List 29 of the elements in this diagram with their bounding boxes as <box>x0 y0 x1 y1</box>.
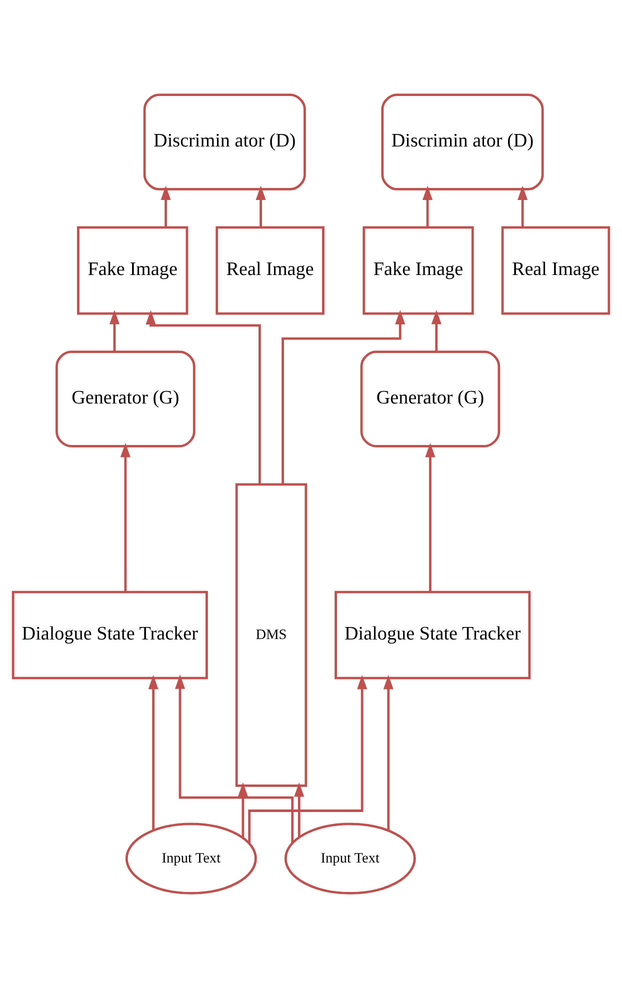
node-ellipse: Input Text <box>125 822 257 894</box>
node-box: Real Image <box>501 226 610 314</box>
arrow <box>422 185 433 227</box>
arrow <box>238 782 248 838</box>
arrow <box>282 310 406 484</box>
node-box: Fake Image <box>77 226 188 314</box>
arrow <box>425 442 436 592</box>
arrow <box>120 442 130 592</box>
arrow <box>146 310 261 484</box>
arrow <box>148 674 158 830</box>
node-box: Discrimin ator (D) <box>381 93 544 190</box>
arrow <box>248 674 368 843</box>
node-ellipse: Input Text <box>284 822 416 894</box>
arrow <box>160 185 171 227</box>
node-box: Fake Image <box>362 226 474 314</box>
arrow <box>518 185 528 227</box>
node-box: Dialogue State Tracker <box>12 590 208 679</box>
arrow <box>256 185 266 227</box>
arrow <box>109 309 120 351</box>
node-box: Real Image <box>216 226 324 314</box>
arrow <box>175 674 294 842</box>
node-box: Generator (G) <box>360 350 500 447</box>
node-box: DMS <box>235 482 308 786</box>
arrow <box>383 674 394 830</box>
arrow <box>294 782 304 837</box>
arrow <box>431 309 442 351</box>
node-box: Discrimin ator (D) <box>143 93 306 190</box>
node-box: Dialogue State Tracker <box>334 590 531 679</box>
node-box: Generator (G) <box>56 350 196 447</box>
